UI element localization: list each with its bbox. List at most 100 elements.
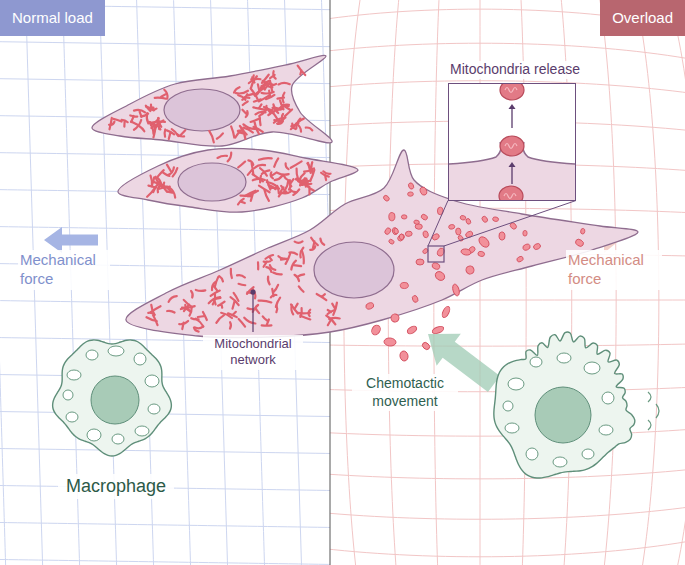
- mitochondrial-network: [247, 289, 255, 298]
- mitochondrial-network: [167, 165, 174, 176]
- mitochondrial-network: [270, 71, 276, 78]
- mitochondrial-network: [231, 126, 234, 137]
- grid-line: [330, 9, 685, 85]
- mitochondrial-network: [217, 133, 223, 138]
- panel-tag: Normal load: [0, 0, 105, 36]
- mitochondrial-network: [299, 286, 304, 291]
- macrophage-nucleus: [91, 376, 139, 424]
- cell-membrane: [449, 142, 501, 164]
- fragmented-mitochondrion: [399, 234, 404, 240]
- mitochondrial-network: [289, 179, 293, 186]
- mitochondrial-network: [321, 173, 329, 180]
- mitochondrial-network: [155, 98, 166, 99]
- grid-line: [0, 448, 330, 454]
- mitochondrial-network: [270, 81, 276, 91]
- macrophage-vacuole: [503, 401, 513, 411]
- fragmented-mitochondrion: [431, 262, 441, 270]
- mitochondrial-network: [323, 171, 330, 174]
- macrophage-vacuole: [553, 457, 567, 467]
- mitochondrial-network: [328, 310, 335, 314]
- mitochondrial-network: [308, 163, 311, 173]
- grid-line: [330, 331, 685, 346]
- fragmented-mitochondrion: [419, 186, 428, 196]
- macrophage-vacuole: [557, 353, 571, 363]
- grid-line: [330, 423, 685, 479]
- released-mitochondrion: [477, 235, 491, 249]
- mitochondrial-network: [286, 163, 289, 169]
- inset-box: Mitochondria release: [448, 60, 582, 201]
- grid-line: [0, 559, 330, 565]
- macrophage-vacuole: [582, 449, 594, 459]
- mitochondrial-network: [297, 169, 298, 179]
- macrophage-vacuole: [63, 390, 73, 400]
- mitochondrial-network: [243, 101, 248, 105]
- mitochondrial-network: [217, 156, 226, 158]
- mitochondrial-network: [248, 307, 257, 310]
- mitochondrion: [500, 84, 524, 100]
- fragmented-mitochondrion: [408, 182, 415, 190]
- fragmented-mitochondrion: [481, 215, 489, 223]
- mitochondrial-network: [235, 131, 241, 138]
- mitochondrial-network: [257, 262, 259, 269]
- mitochondrial-cristae: [504, 193, 516, 198]
- mitochondrial-network: [221, 313, 232, 318]
- panel-title: Normal load: [12, 9, 93, 27]
- mitochondrial-network: [267, 108, 273, 115]
- grid-line: [330, 484, 685, 557]
- macrophage-vacuole: [599, 425, 613, 435]
- cell-membrane: [523, 142, 575, 164]
- inset-illustration: [449, 84, 575, 200]
- fragmented-mitochondrion: [388, 238, 395, 244]
- mitochondrial-network: [237, 275, 245, 277]
- released-mitochondrion: [461, 248, 472, 256]
- mitochondrial-network: [291, 124, 296, 130]
- fragmented-mitochondrion: [388, 212, 395, 221]
- mitochondrial-network: [150, 306, 160, 312]
- fragmented-mitochondrion: [396, 233, 405, 242]
- macrophage-vacuole: [108, 346, 124, 356]
- mitochondrial-network: [167, 311, 174, 313]
- fragmented-mitochondrion: [580, 228, 585, 234]
- mitochondrial-network: [264, 261, 271, 267]
- macrophage-body: [494, 332, 635, 478]
- inset-heading: Mitochondria release: [448, 61, 582, 79]
- fragmented-mitochondrion: [477, 251, 485, 257]
- released-mitochondrion: [421, 341, 431, 351]
- mitochondrial-network: [275, 306, 278, 313]
- mitochondrial-network: [216, 315, 224, 323]
- grid-line: [330, 546, 685, 565]
- mitochondrial-network: [317, 294, 327, 300]
- release-arrowhead: [509, 162, 516, 167]
- mitochondrial-network: [234, 87, 240, 92]
- mitochondrial-network: [236, 91, 248, 94]
- released-mitochondrion: [384, 337, 397, 346]
- mitochondrial-network: [169, 296, 177, 302]
- grid-line: [0, 226, 330, 232]
- fragmented-mitochondrion: [522, 243, 531, 251]
- mitochondrial-network: [113, 119, 121, 122]
- mitochondrial-network: [179, 321, 188, 329]
- cell-body: [118, 148, 358, 212]
- grid-lines: [330, 0, 685, 565]
- mitochondrial-cristae: [505, 143, 517, 148]
- macrophage-vacuole: [112, 434, 124, 444]
- mitochondrial-network: [153, 315, 157, 325]
- fragmented-mitochondrion: [407, 192, 413, 197]
- mitochondrial-network: [196, 289, 206, 292]
- mitochondrial-network: [332, 302, 337, 314]
- mitochondrial-network: [264, 190, 268, 201]
- process-label: Chemotactic movement: [352, 374, 458, 411]
- mitochondrial-network: [122, 120, 128, 127]
- macrophage-body: [53, 340, 172, 456]
- macrophage-vacuole: [148, 404, 160, 414]
- fragmented-mitochondrion: [431, 233, 440, 241]
- fragmented-mitochondrion: [574, 238, 584, 248]
- grid-line: [330, 515, 685, 565]
- mitochondrial-network: [181, 305, 190, 311]
- released-mitochondrion: [451, 283, 460, 296]
- mitochondrial-network: [300, 248, 303, 258]
- macrophage-vacuole: [145, 375, 159, 387]
- leader-line: [252, 292, 253, 332]
- mitochondrial-network: [238, 162, 245, 168]
- fragmented-mitochondrion: [465, 218, 471, 225]
